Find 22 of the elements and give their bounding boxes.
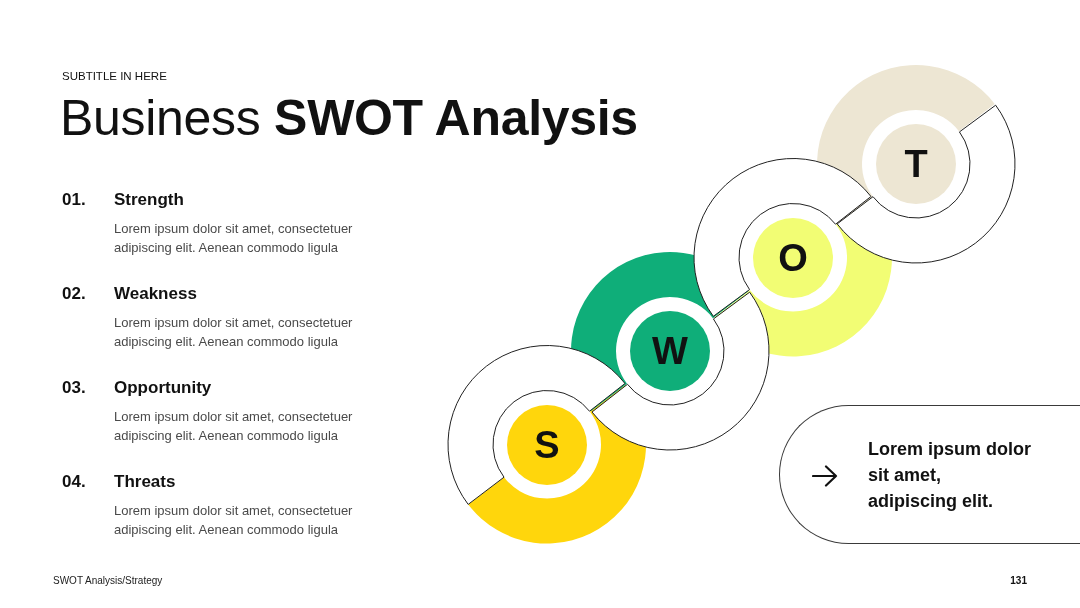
page-number: 131	[1010, 574, 1027, 587]
list-number: 02.	[62, 283, 86, 305]
list-description: Lorem ipsum dolor sit amet, consectetuer adipiscing elit. Aenean commodo ligula	[114, 314, 354, 351]
letter-circle: S	[507, 404, 587, 485]
list-heading: Opportunity	[114, 377, 212, 399]
list-number: 04.	[62, 471, 86, 493]
letter-circle: O	[753, 217, 833, 298]
title: Business SWOT Analysis	[60, 90, 638, 146]
footer-text: SWOT Analysis/Strategy	[53, 574, 163, 587]
list-description: Lorem ipsum dolor sit amet, consectetuer adipiscing elit. Aenean commodo ligula	[114, 502, 354, 539]
subtitle: SUBTITLE IN HERE	[62, 69, 167, 83]
list-number: 01.	[62, 189, 86, 211]
letter-circle: W	[630, 311, 710, 391]
list-description: Lorem ipsum dolor sit amet, consectetuer adipiscing elit. Aenean commodo ligula	[114, 220, 354, 257]
list-number: 03.	[62, 377, 86, 399]
list-heading: Strength	[114, 189, 184, 211]
card-text: Lorem ipsum dolor sit amet, adipiscing elit.	[868, 438, 1032, 513]
list-heading: Weakness	[114, 283, 197, 305]
letter-circle: T	[876, 124, 956, 204]
list-heading: Threats	[114, 471, 176, 493]
rounded-card	[779, 405, 1080, 544]
list-description: Lorem ipsum dolor sit amet, consectetuer adipiscing elit. Aenean commodo ligula	[114, 408, 354, 445]
